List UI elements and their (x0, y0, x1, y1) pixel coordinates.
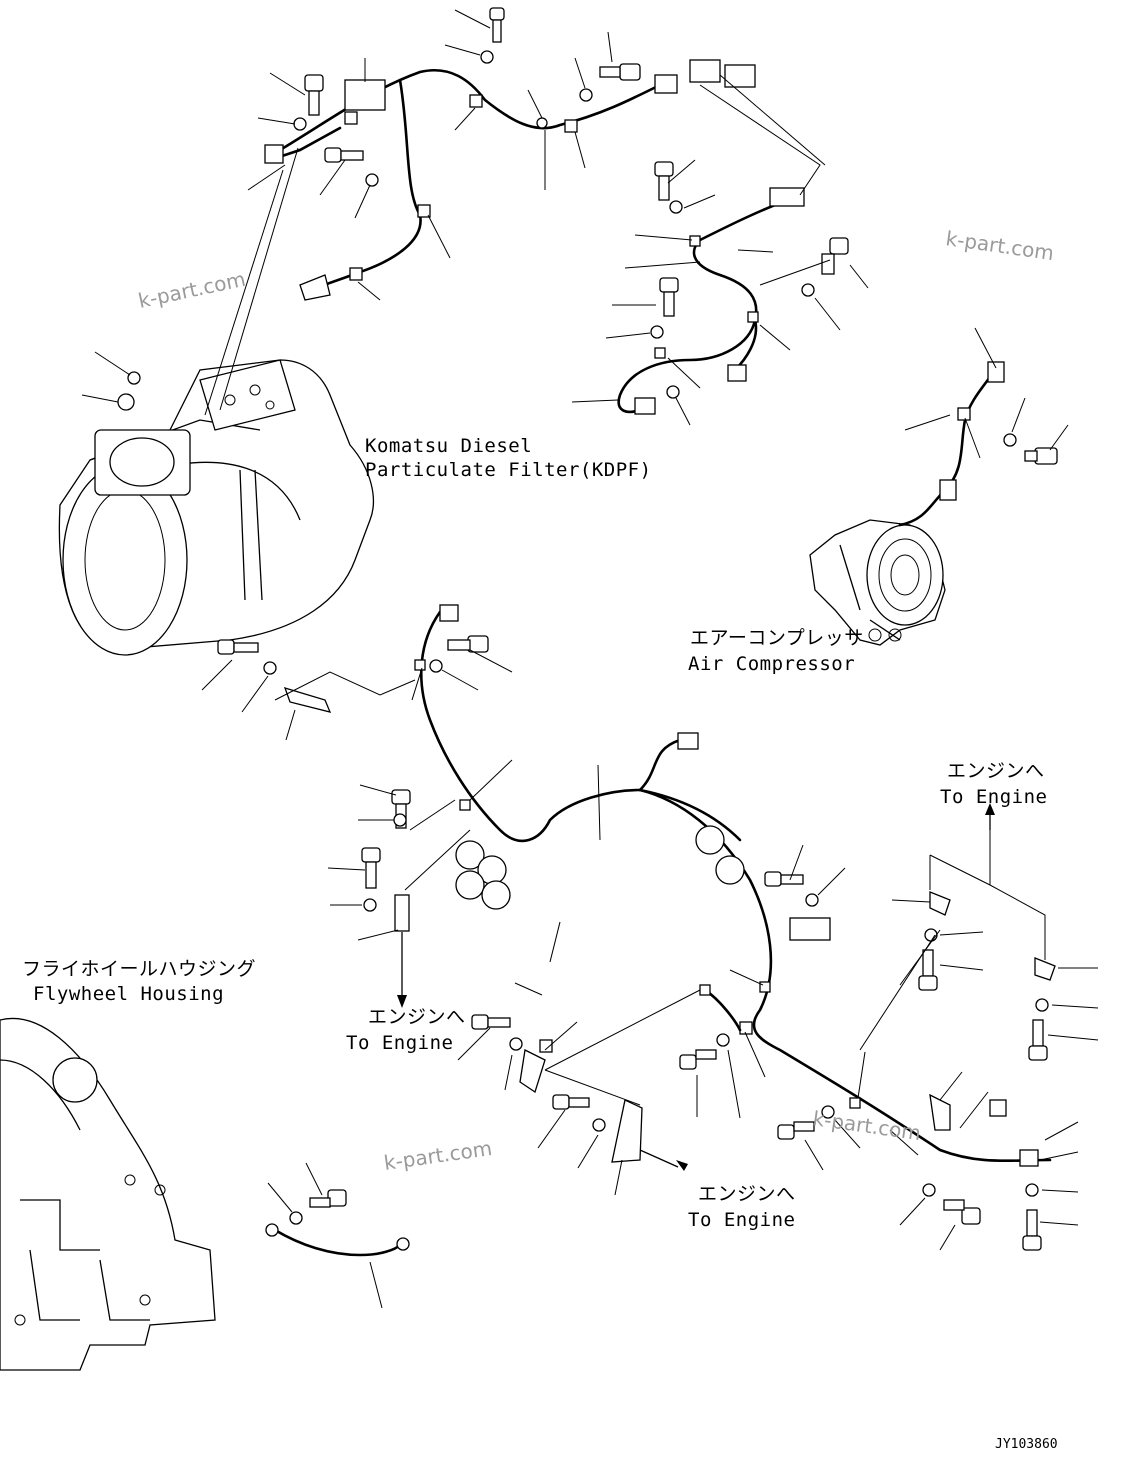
kdpf-filter (58, 359, 375, 656)
to-engine-label-en-2: To Engine (346, 1032, 453, 1054)
watermark-4: k-part.com (811, 1106, 922, 1145)
flywheel-label-en: Flywheel Housing (33, 983, 224, 1005)
to-engine-label-jp-1: エンジンへ (947, 760, 1045, 782)
to-engine-label-jp-3: エンジンへ (698, 1183, 796, 1205)
right-upper-harness (617, 59, 821, 415)
fasteners (117, 7, 1058, 1251)
air-compressor (809, 519, 946, 646)
flywheel-housing (0, 1017, 216, 1371)
watermark-1: k-part.com (136, 267, 248, 313)
air-compressor-label-jp: エアーコンプレッサ (690, 627, 864, 649)
reference-lines (204, 74, 1046, 1171)
kdpf-label-line1: Komatsu Diesel (365, 435, 532, 457)
to-engine-label-en-1: To Engine (940, 786, 1047, 808)
to-engine-label-jp-2: エンジンへ (368, 1006, 466, 1028)
watermark-3: k-part.com (382, 1136, 493, 1175)
kdpf-label-line2: Particulate Filter(KDPF) (365, 459, 652, 481)
watermark-2: k-part.com (944, 226, 1055, 265)
compressor-harness (898, 361, 1005, 527)
ground-cable (265, 1223, 410, 1257)
main-lower-harness (414, 604, 1052, 1167)
leader-lines (81, 9, 1099, 1309)
drawing-code: JY103860 (995, 1437, 1058, 1452)
upper-harness (264, 69, 678, 301)
air-compressor-label-en: Air Compressor (688, 653, 855, 675)
to-engine-label-en-3: To Engine (688, 1209, 795, 1231)
flywheel-label-jp: フライホイールハウジング (22, 958, 256, 980)
brackets (283, 687, 1056, 1163)
